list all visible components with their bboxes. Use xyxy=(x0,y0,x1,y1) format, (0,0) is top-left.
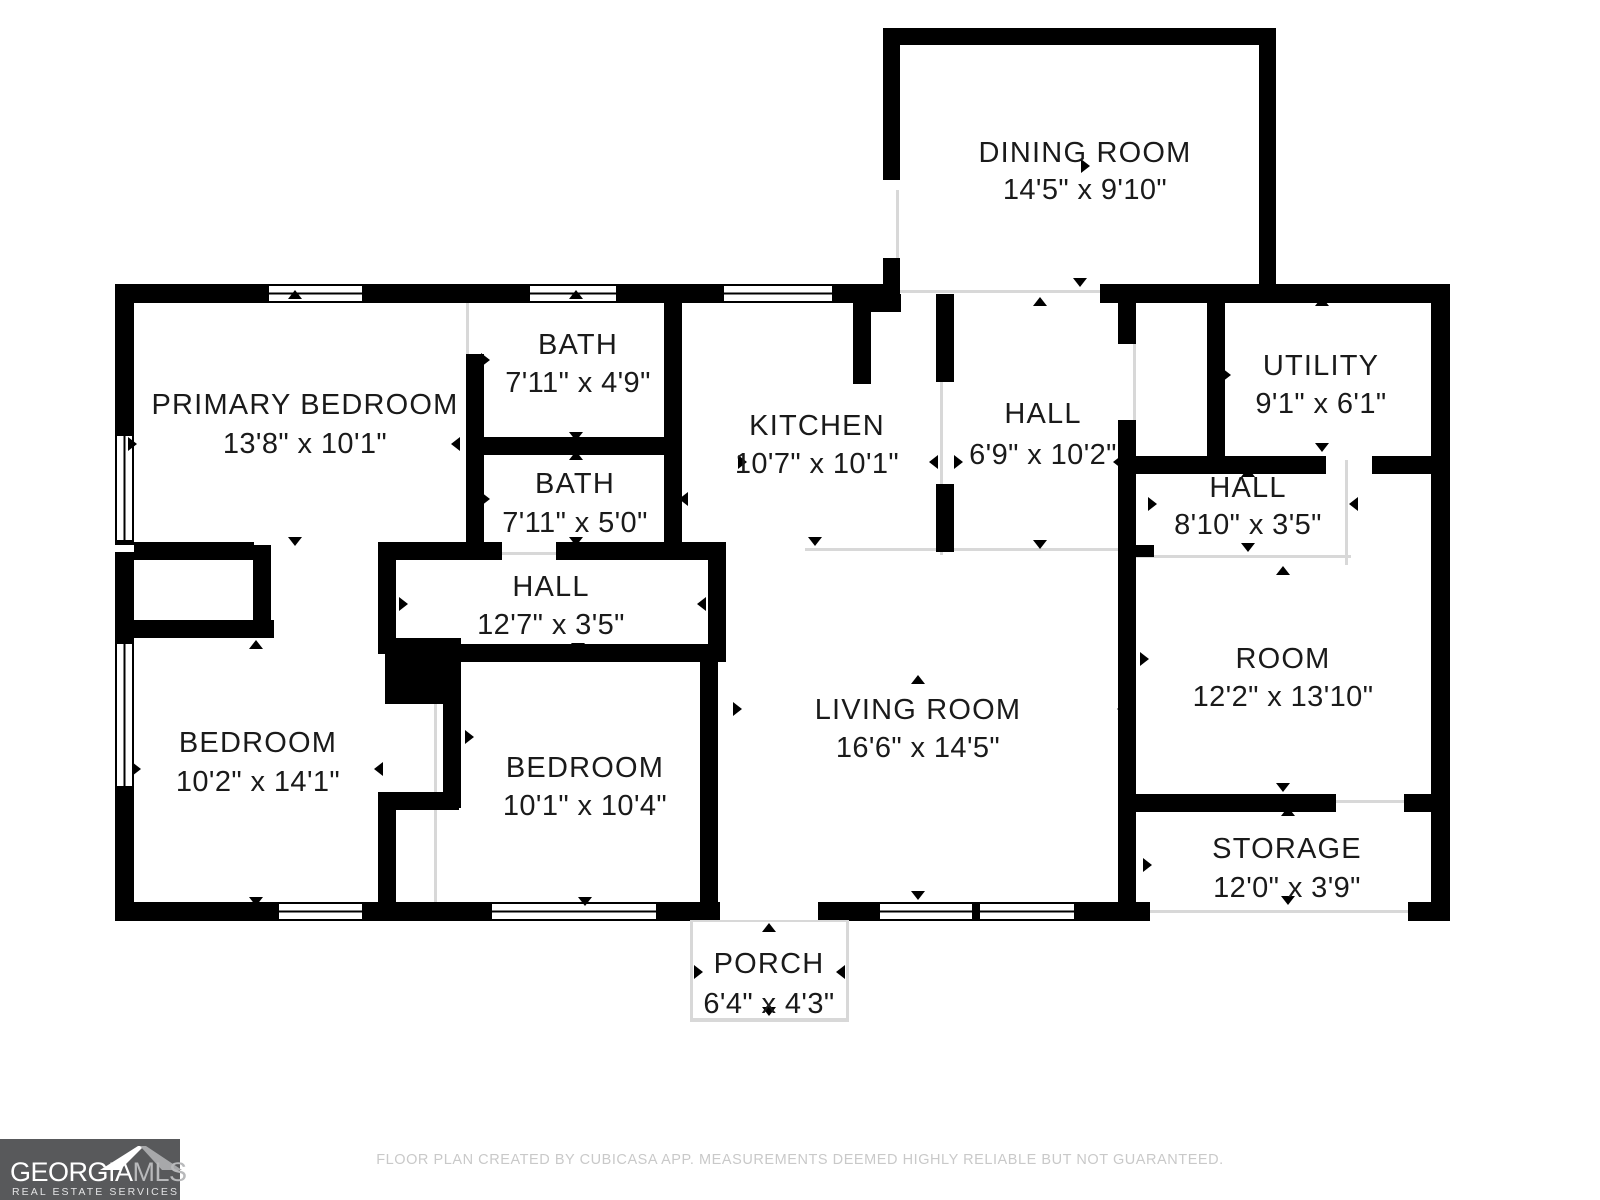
room-name: LIVING ROOM xyxy=(815,694,1022,726)
room-dimensions: 7'11" x 4'9" xyxy=(505,367,651,399)
room-name: PRIMARY BEDROOM xyxy=(152,389,459,421)
room-dimensions: 9'1" x 6'1" xyxy=(1255,388,1386,420)
dimension-arrows xyxy=(128,31,1444,1016)
room-labels: DINING ROOM 14'5" x 9'10" PRIMARY BEDROO… xyxy=(152,137,1387,1020)
room-name: STORAGE xyxy=(1212,833,1362,865)
interior-walls-center xyxy=(853,294,954,552)
room-dimensions: 10'2" x 14'1" xyxy=(176,766,340,798)
room-label-dining-room: DINING ROOM 14'5" x 9'10" xyxy=(979,137,1192,206)
room-name: KITCHEN xyxy=(749,410,885,442)
room-label-storage: STORAGE 12'0" x 3'9" xyxy=(1212,833,1362,904)
porch-outline xyxy=(690,920,849,1020)
exterior-walls-top xyxy=(115,284,1450,303)
logo-mls: MLS xyxy=(132,1157,188,1187)
room-label-bath-lower: BATH 7'11" x 5'0" xyxy=(502,468,648,539)
room-name: BATH xyxy=(535,468,615,500)
window-bedroom-mid-bottom xyxy=(487,902,661,921)
room-name: BEDROOM xyxy=(506,752,664,784)
room-name: UTILITY xyxy=(1263,350,1379,382)
georgia-mls-logo: GEORGIAMLS REAL ESTATE SERVICES xyxy=(0,1139,187,1200)
window-bath-top xyxy=(525,284,621,303)
window-left-upper xyxy=(115,431,134,545)
disclaimer-text: FLOOR PLAN CREATED BY CUBICASA APP. MEAS… xyxy=(376,1152,1224,1168)
room-label-hall-lower: HALL 12'7" x 3'5" xyxy=(477,571,625,641)
room-label-porch: PORCH 6'4" x 4'3" xyxy=(703,948,834,1020)
room-name: ROOM xyxy=(1235,643,1330,675)
logo-tagline: REAL ESTATE SERVICES xyxy=(12,1186,180,1198)
exterior-wall-left xyxy=(115,284,134,920)
exterior-walls-bottom xyxy=(115,902,1150,921)
room-dimensions: 16'6" x 14'5" xyxy=(836,732,1000,764)
room-label-primary-bedroom: PRIMARY BEDROOM 13'8" x 10'1" xyxy=(152,389,459,460)
window-bedroom-left-bottom xyxy=(274,902,367,921)
room-label-hall-center: HALL 6'9" x 10'2" xyxy=(969,398,1117,471)
room-label-utility: UTILITY 9'1" x 6'1" xyxy=(1255,350,1386,420)
room-dimensions: 14'5" x 9'10" xyxy=(1003,174,1167,206)
window-primary-bedroom-top xyxy=(264,284,367,303)
interior-walls-left xyxy=(134,284,726,920)
window-group-top xyxy=(264,284,837,303)
room-label-bath-upper: BATH 7'11" x 4'9" xyxy=(505,329,651,399)
room-name: BEDROOM xyxy=(179,727,337,759)
room-name: HALL xyxy=(1209,472,1286,504)
window-left-lower xyxy=(115,639,134,791)
room-label-room: ROOM 12'2" x 13'10" xyxy=(1193,643,1374,713)
logo-georgia: GEORGIA xyxy=(10,1157,133,1187)
room-dimensions: 10'1" x 10'4" xyxy=(503,790,667,822)
room-dimensions: 13'8" x 10'1" xyxy=(223,428,387,460)
room-label-bedroom-left: BEDROOM 10'2" x 14'1" xyxy=(176,727,340,798)
room-dimensions: 12'2" x 13'10" xyxy=(1193,681,1374,713)
exterior-wall-right xyxy=(1408,284,1450,921)
room-label-hall-right: HALL 8'10" x 3'5" xyxy=(1174,472,1322,541)
room-dimensions: 12'7" x 3'5" xyxy=(477,609,625,641)
room-label-living-room: LIVING ROOM 16'6" x 14'5" xyxy=(815,694,1022,764)
room-label-bedroom-mid: BEDROOM 10'1" x 10'4" xyxy=(503,752,667,822)
room-name: HALL xyxy=(1004,398,1081,430)
room-name: DINING ROOM xyxy=(979,137,1192,169)
room-dimensions: 6'9" x 10'2" xyxy=(969,439,1117,471)
window-living-room-bottom xyxy=(875,902,1079,921)
room-dimensions: 12'0" x 3'9" xyxy=(1213,872,1361,904)
room-dimensions: 8'10" x 3'5" xyxy=(1174,509,1322,541)
room-label-kitchen: KITCHEN 10'7" x 10'1" xyxy=(735,410,899,480)
room-name: HALL xyxy=(512,571,589,603)
logo-wordmark: GEORGIAMLS xyxy=(10,1159,187,1186)
room-dimensions: 10'7" x 10'1" xyxy=(735,448,899,480)
room-dimensions: 7'11" x 5'0" xyxy=(502,507,648,539)
interior-walls-right xyxy=(1118,294,1434,920)
room-name: PORCH xyxy=(714,948,825,980)
window-kitchen-top xyxy=(719,284,837,303)
room-name: BATH xyxy=(538,329,618,361)
roof-icon xyxy=(100,1144,190,1172)
room-dimensions: 6'4" x 4'3" xyxy=(703,988,834,1020)
